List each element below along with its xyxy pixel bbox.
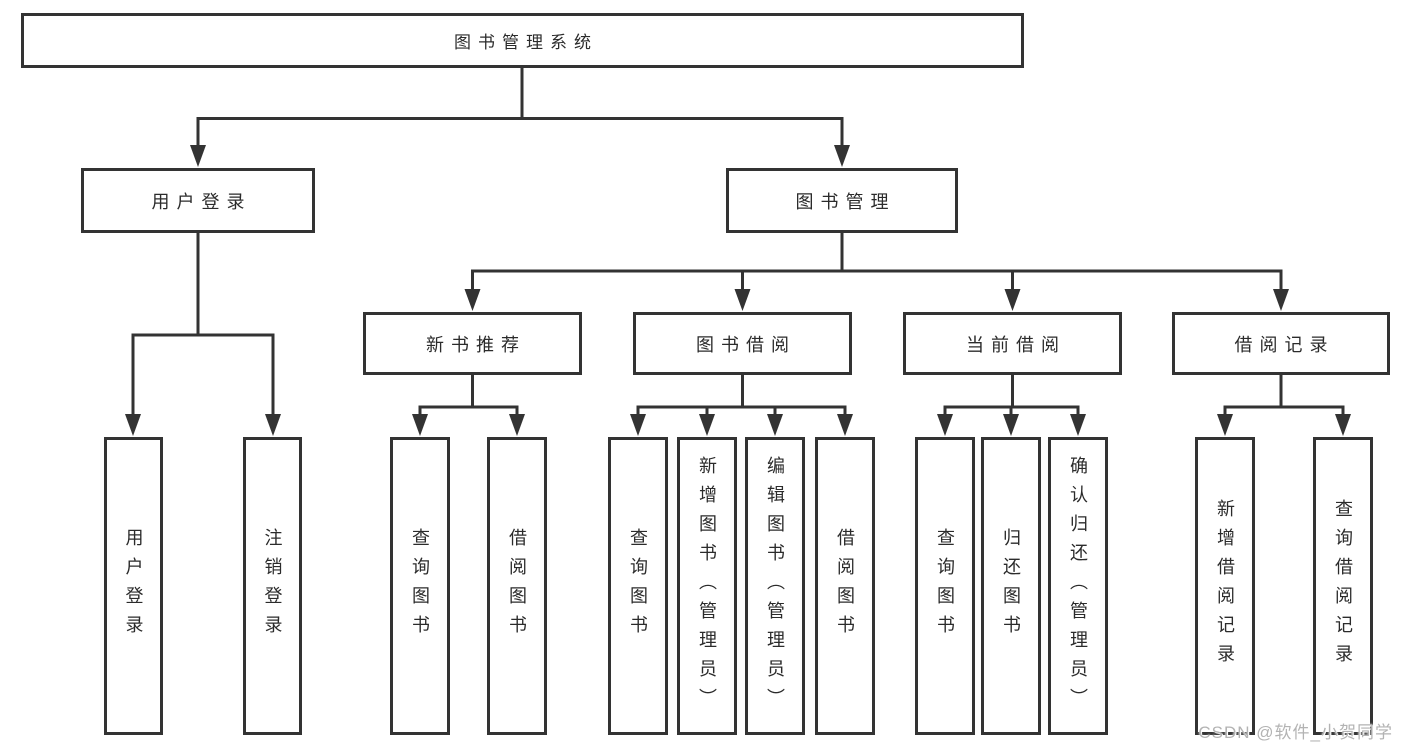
node-book-borrowing: 图书借阅	[633, 312, 852, 375]
node-library-management-system: 图书管理系统	[21, 13, 1024, 68]
node-label: 新增图书（管理员）	[697, 455, 717, 717]
leaf-borrow-books-2: 借阅图书	[815, 437, 875, 735]
node-label: 借阅图书	[835, 528, 855, 644]
leaf-add-book-admin: 新增图书（管理员）	[677, 437, 737, 735]
node-new-book-recommendation: 新书推荐	[363, 312, 582, 375]
csdn-watermark: CSDN @软件_小贺同学	[1198, 723, 1393, 742]
node-label: 图书管理系统	[454, 33, 598, 52]
node-label: 归还图书	[1001, 528, 1021, 644]
leaf-logout: 注销登录	[243, 437, 302, 735]
node-label: 新增借阅记录	[1215, 499, 1235, 673]
node-label: 查询图书	[628, 528, 648, 644]
node-user-login: 用户登录	[81, 168, 315, 233]
node-label: 用户登录	[123, 528, 144, 644]
node-label: 借阅记录	[1234, 334, 1335, 355]
node-label: 借阅图书	[507, 528, 527, 644]
node-label: 编辑图书（管理员）	[765, 455, 785, 717]
node-label: 用户登录	[151, 191, 252, 212]
node-label: 确认归还（管理员）	[1068, 455, 1088, 717]
node-label: 查询借阅记录	[1333, 499, 1353, 673]
node-label: 新书推荐	[426, 334, 526, 355]
arrowheads	[125, 145, 1351, 436]
leaf-edit-book-admin: 编辑图书（管理员）	[745, 437, 805, 735]
leaf-query-books-1: 查询图书	[390, 437, 450, 735]
node-label: 当前借阅	[966, 334, 1066, 355]
leaf-query-books-3: 查询图书	[915, 437, 975, 735]
node-label: 注销登录	[262, 528, 283, 644]
node-borrowing-records: 借阅记录	[1172, 312, 1390, 375]
leaf-borrow-books-1: 借阅图书	[487, 437, 547, 735]
leaf-user-login: 用户登录	[104, 437, 163, 735]
node-book-management: 图书管理	[726, 168, 958, 233]
node-label: 图书借阅	[696, 334, 796, 355]
leaf-query-borrow-record: 查询借阅记录	[1313, 437, 1373, 735]
leaf-query-books-2: 查询图书	[608, 437, 668, 735]
leaf-confirm-return-admin: 确认归还（管理员）	[1048, 437, 1108, 735]
node-label: 查询图书	[410, 528, 430, 644]
node-label: 查询图书	[935, 528, 955, 644]
leaf-add-borrow-record: 新增借阅记录	[1195, 437, 1255, 735]
node-current-borrowing: 当前借阅	[903, 312, 1122, 375]
node-label: 图书管理	[795, 191, 896, 212]
leaf-return-book: 归还图书	[981, 437, 1041, 735]
